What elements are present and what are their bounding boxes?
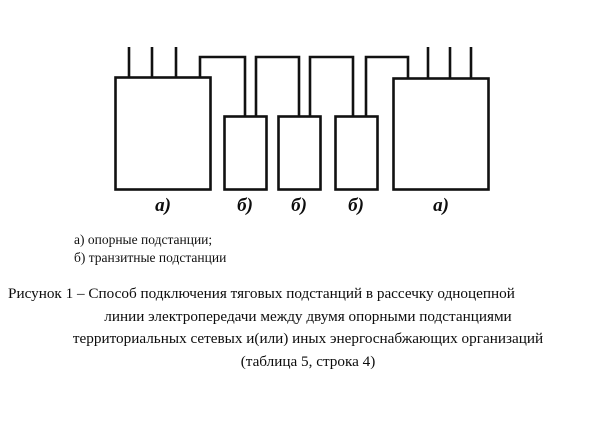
substation-box-transit-3 [334, 115, 379, 191]
legend-item-anchor: а) опорные подстанции; [74, 232, 213, 247]
box-label-transit-2: б) [291, 195, 307, 216]
substation-box-anchor-right [392, 77, 490, 191]
box-label-transit-3: б) [348, 195, 364, 216]
connection-bridge-2 [254, 55, 301, 116]
legend-item-transit: б) транзитные подстанции [74, 250, 227, 265]
figure-caption: Рисунок 1 – Способ подключения тяговых п… [4, 283, 612, 373]
caption-line-4: (таблица 5, строка 4) [240, 352, 376, 370]
caption-line-1: Рисунок 1 – Способ подключения тяговых п… [8, 285, 515, 302]
connection-bridge-1 [198, 55, 247, 116]
connection-bridge-3 [308, 55, 355, 116]
box-label-anchor-right: а) [433, 195, 449, 216]
figure-legend: а) опорные подстанции; б) транзитные под… [74, 231, 394, 267]
box-label-transit-1: б) [237, 195, 253, 216]
substation-box-anchor-left [114, 76, 212, 191]
substation-box-transit-2 [277, 115, 322, 191]
caption-line-2: линии электропередачи между двумя опорны… [104, 307, 512, 325]
substation-connection-diagram [114, 47, 490, 191]
connection-bridge-4 [364, 55, 410, 116]
caption-line-3: территориальных сетевых и(или) иных энер… [72, 330, 544, 347]
substation-box-transit-1 [223, 115, 268, 191]
box-label-anchor-left: а) [155, 195, 171, 216]
